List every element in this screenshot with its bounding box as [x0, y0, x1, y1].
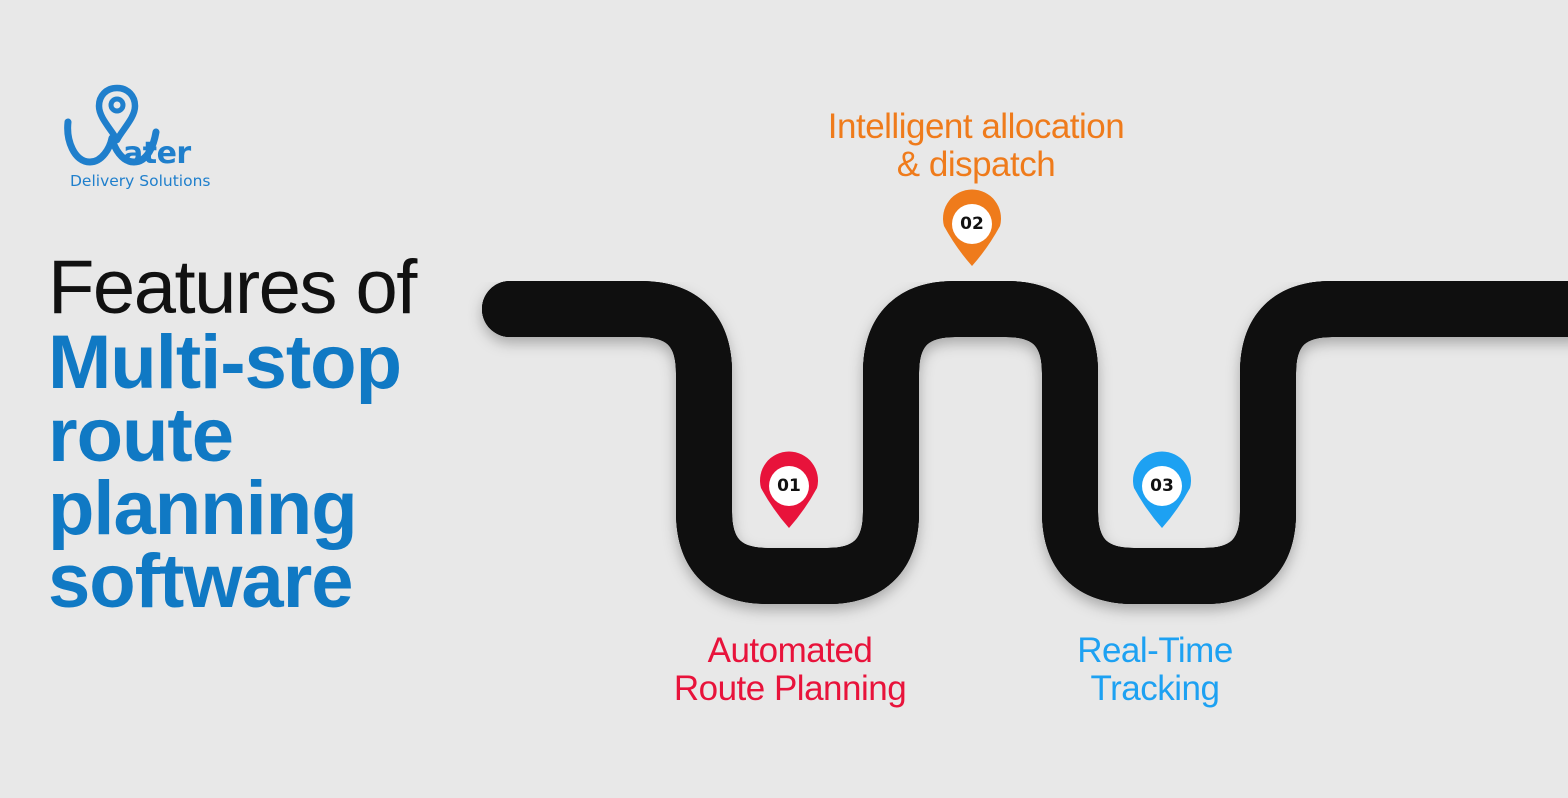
feature-2-line-1: Intelligent allocation [827, 107, 1125, 146]
logo-wordmark: ater [123, 136, 191, 171]
feature-2-caption: Intelligent allocation & dispatch [776, 108, 1176, 184]
feature-1-line-1: Automated [707, 631, 873, 670]
title-line-5: software [48, 539, 354, 624]
road-center-dashes [510, 309, 1568, 576]
water-drop-pin-icon [64, 84, 160, 166]
feature-3-line-2: Tracking [1090, 669, 1220, 708]
title-line-2: Multi-stop [48, 320, 402, 405]
title-line-1: Features of [48, 245, 417, 330]
pin-02-icon [943, 189, 1001, 266]
pin-01-number: 01 [777, 476, 801, 496]
pin-03-icon [1133, 451, 1191, 528]
feature-1-line-2: Route Planning [673, 669, 907, 708]
title-line-4: planning [48, 466, 358, 551]
feature-2-line-2: & dispatch [896, 145, 1056, 184]
title-line-3: route [48, 393, 234, 478]
feature-3-line-1: Real-Time [1077, 631, 1233, 670]
feature-1-caption: Automated Route Planning [640, 632, 940, 708]
pin-02-number: 02 [960, 214, 984, 234]
logo-tagline: Delivery Solutions [70, 172, 211, 190]
pin-03-number: 03 [1150, 476, 1174, 496]
feature-3-caption: Real-Time Tracking [1015, 632, 1295, 708]
logo: ater Delivery Solutions [62, 80, 262, 200]
pin-01-icon [759, 451, 818, 528]
page-title: Features of Multi-stop route planning so… [48, 245, 417, 624]
